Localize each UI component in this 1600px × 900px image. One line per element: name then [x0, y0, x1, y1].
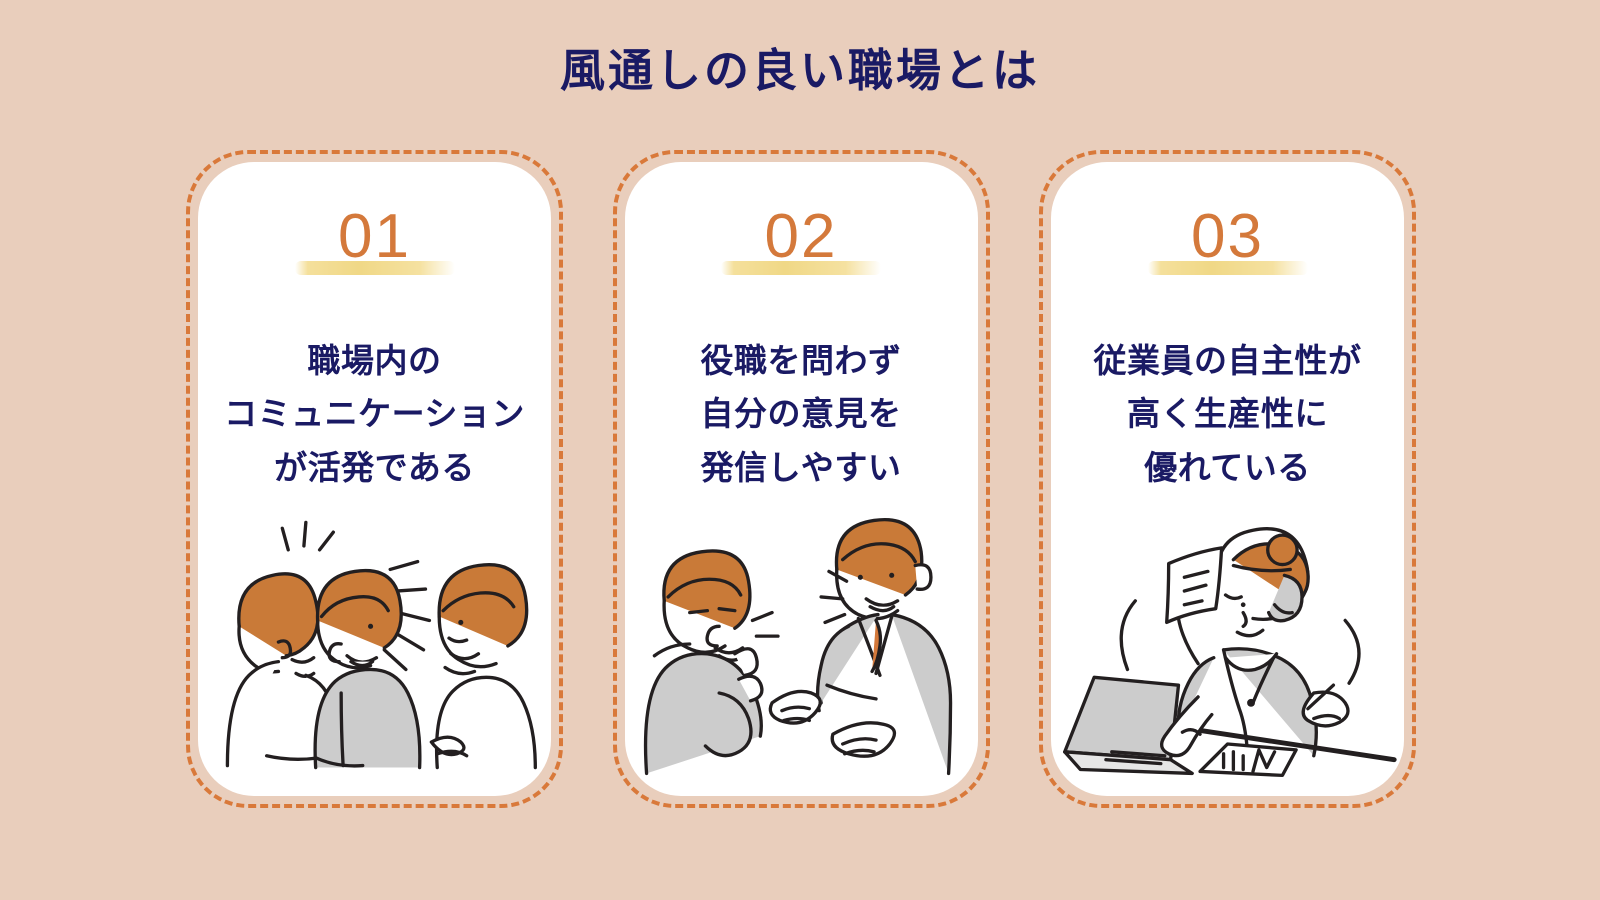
card-03-number-wrap: 03 — [1051, 206, 1404, 296]
cards-row: 01 職場内の コミュニケーション が活発である — [186, 150, 1416, 810]
card-01[interactable]: 01 職場内の コミュニケーション が活発である — [186, 150, 563, 808]
card-02-number-wrap: 02 — [625, 206, 978, 296]
highlight-brush-stroke — [721, 261, 881, 275]
highlight-brush-stroke — [294, 261, 455, 275]
card-01-inner: 01 職場内の コミュニケーション が活発である — [198, 162, 551, 796]
card-03-inner: 03 従業員の自主性が 高く生産性に 優れている — [1051, 162, 1404, 796]
card-03-text: 従業員の自主性が 高く生産性に 優れている — [1051, 334, 1404, 494]
card-02-line-2: 自分の意見を — [700, 395, 902, 433]
card-02-line-3: 発信しやすい — [700, 448, 902, 486]
card-02[interactable]: 02 役職を問わず 自分の意見を 発信しやすい — [612, 150, 990, 808]
highlight-brush-stroke — [1147, 261, 1308, 275]
page-title: 風通しの良い職場とは — [559, 45, 1040, 96]
card-02-number: 02 — [764, 202, 838, 271]
card-01-number: 01 — [338, 202, 411, 271]
woman-multitasking-illustration — [1051, 508, 1404, 778]
card-01-number-wrap: 01 — [198, 206, 551, 296]
card-03-line-3: 優れている — [1144, 448, 1311, 486]
card-02-line-1: 役職を問わず — [700, 342, 902, 379]
card-02-text: 役職を問わず 自分の意見を 発信しやすい — [625, 334, 978, 494]
card-03-number: 03 — [1191, 202, 1264, 271]
card-03-line-2: 高く生産性に — [1127, 395, 1328, 433]
two-people-conversation-illustration — [625, 508, 978, 778]
three-people-talking-illustration — [198, 508, 551, 778]
card-01-line-2: コミュニケーション — [224, 395, 525, 433]
card-03-line-1: 従業員の自主性が — [1093, 342, 1362, 379]
card-01-line-1: 職場内の — [307, 342, 442, 379]
card-03[interactable]: 03 従業員の自主性が 高く生産性に 優れている — [1039, 150, 1416, 808]
card-01-text: 職場内の コミュニケーション が活発である — [198, 334, 551, 494]
card-02-inner: 02 役職を問わず 自分の意見を 発信しやすい — [624, 162, 978, 796]
card-01-line-3: が活発である — [274, 448, 475, 486]
